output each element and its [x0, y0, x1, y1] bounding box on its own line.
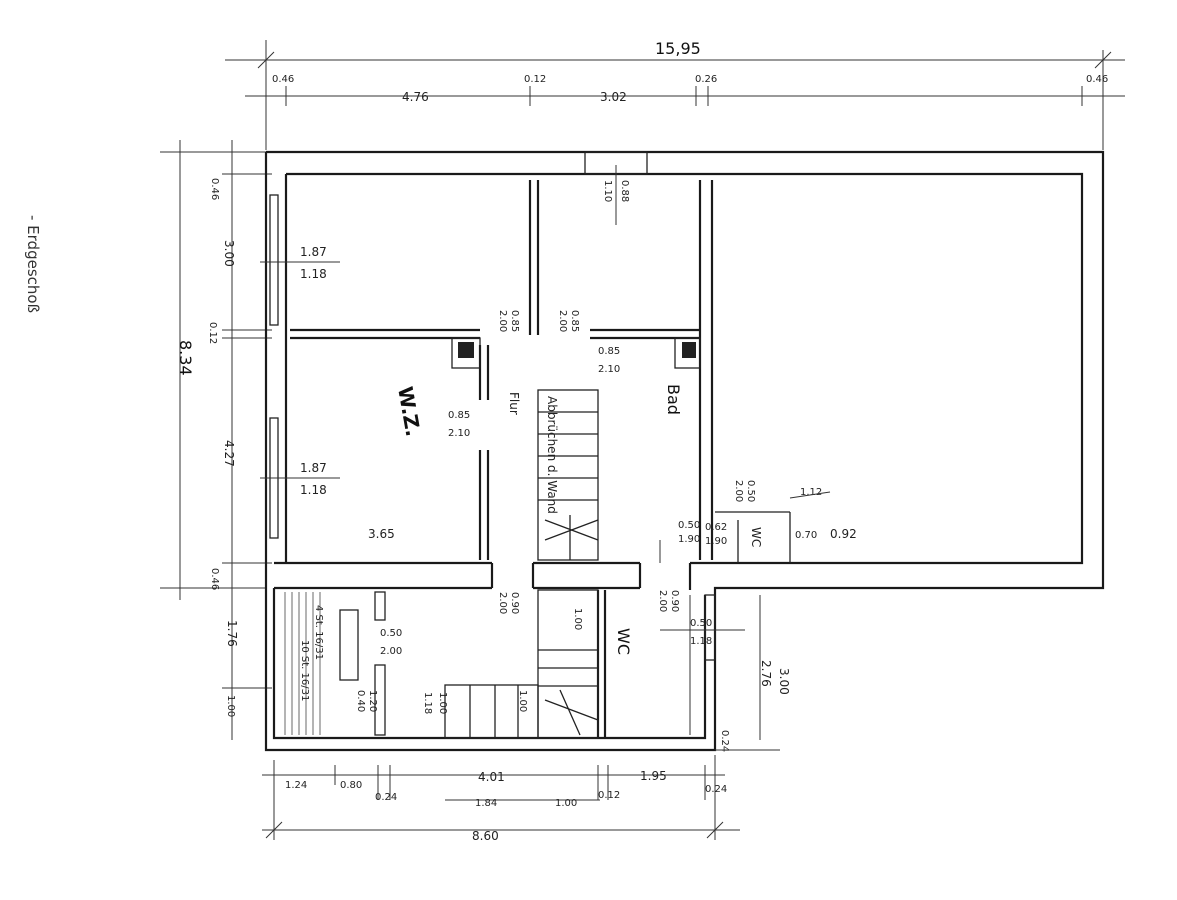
room-label-living: W.Z.: [393, 385, 425, 439]
svg-text:10 St. 16/31: 10 St. 16/31: [299, 640, 310, 701]
svg-text:1.10: 1.10: [602, 180, 613, 202]
svg-text:2.76: 2.76: [759, 660, 773, 687]
svg-text:1.90: 1.90: [678, 534, 700, 545]
svg-text:1.76: 1.76: [225, 620, 239, 647]
svg-text:1.00: 1.00: [572, 608, 583, 630]
svg-text:0.24: 0.24: [375, 792, 397, 803]
svg-text:0.24: 0.24: [705, 784, 727, 795]
svg-text:2.10: 2.10: [448, 428, 470, 439]
svg-text:0.62: 0.62: [705, 522, 727, 533]
svg-text:1.12: 1.12: [800, 487, 822, 498]
svg-text:1.95: 1.95: [640, 769, 667, 783]
svg-text:4 St. 16/31: 4 St. 16/31: [313, 605, 324, 660]
svg-text:4.01: 4.01: [478, 770, 505, 784]
svg-text:2.00: 2.00: [657, 590, 668, 612]
svg-text:0.46: 0.46: [209, 568, 220, 590]
svg-text:0.88: 0.88: [619, 180, 630, 202]
window-right-lower: [660, 594, 745, 661]
stair-note: Abbrüchen d. Wand: [545, 396, 559, 514]
interior-walls: [274, 180, 791, 738]
room-label-wc: WC: [614, 628, 633, 655]
svg-text:1.87: 1.87: [300, 245, 327, 259]
svg-text:0.85: 0.85: [448, 410, 470, 421]
chimney-left: [451, 337, 481, 369]
room-label-hall: Flur: [507, 392, 521, 415]
svg-text:0.24: 0.24: [719, 730, 730, 752]
svg-text:3.00: 3.00: [777, 668, 791, 695]
svg-text:0.46: 0.46: [272, 74, 294, 85]
svg-text:2.00: 2.00: [733, 480, 744, 502]
svg-text:3.00: 3.00: [222, 240, 236, 267]
window-top-middle: [584, 151, 648, 225]
staircase-lower: [444, 589, 599, 739]
svg-text:2.10: 2.10: [598, 364, 620, 375]
overall-depth-label: 8.34: [176, 340, 195, 376]
svg-text:4.76: 4.76: [402, 90, 429, 104]
svg-text:0.90: 0.90: [509, 592, 520, 614]
svg-text:2.00: 2.00: [497, 310, 508, 332]
svg-text:1.18: 1.18: [422, 692, 433, 714]
svg-text:0.46: 0.46: [209, 178, 220, 200]
svg-text:0.12: 0.12: [207, 322, 218, 344]
svg-text:0.26: 0.26: [695, 74, 717, 85]
svg-text:2.00: 2.00: [380, 646, 402, 657]
hatched-floor-area: [284, 591, 386, 736]
svg-text:0.85: 0.85: [509, 310, 520, 332]
svg-text:0.85: 0.85: [598, 346, 620, 357]
svg-text:1.24: 1.24: [285, 780, 307, 791]
svg-text:0.50: 0.50: [690, 618, 712, 629]
staircase-upper: [537, 389, 599, 561]
chimney-right: [674, 337, 701, 369]
svg-text:1.18: 1.18: [300, 483, 327, 497]
window-left-lower: [260, 417, 340, 539]
svg-text:2.00: 2.00: [557, 310, 568, 332]
svg-text:0.46: 0.46: [1086, 74, 1108, 85]
svg-text:1.18: 1.18: [300, 267, 327, 281]
svg-text:0.40: 0.40: [355, 690, 366, 712]
svg-text:0.80: 0.80: [340, 780, 362, 791]
svg-text:1.87: 1.87: [300, 461, 327, 475]
svg-text:1.00: 1.00: [225, 695, 236, 717]
svg-text:4.27: 4.27: [222, 440, 236, 467]
floor-label: - Erdgeschoß: [24, 215, 42, 313]
svg-text:2.00: 2.00: [497, 592, 508, 614]
svg-text:3.65: 3.65: [368, 527, 395, 541]
svg-text:1.00: 1.00: [517, 690, 528, 712]
svg-text:0.92: 0.92: [830, 527, 857, 541]
svg-text:0.12: 0.12: [598, 790, 620, 801]
window-left-upper: [260, 194, 340, 326]
svg-text:0.12: 0.12: [524, 74, 546, 85]
svg-text:0.50: 0.50: [380, 628, 402, 639]
svg-text:1.00: 1.00: [555, 798, 577, 809]
room-label-wc-small: WC: [749, 527, 763, 547]
svg-text:1.20: 1.20: [367, 690, 378, 712]
svg-text:3.02: 3.02: [600, 90, 627, 104]
svg-text:0.85: 0.85: [569, 310, 580, 332]
svg-text:1.18: 1.18: [690, 636, 712, 647]
svg-text:1.00: 1.00: [437, 692, 448, 714]
svg-text:0.50: 0.50: [745, 480, 756, 502]
svg-text:1.84: 1.84: [475, 798, 497, 809]
svg-text:0.50: 0.50: [678, 520, 700, 531]
overall-width-label: 15,95: [655, 39, 701, 58]
overall-front-label: 8.60: [472, 829, 499, 843]
svg-text:1.90: 1.90: [705, 536, 727, 547]
svg-text:0.90: 0.90: [669, 590, 680, 612]
exterior-walls: [264, 150, 1105, 752]
svg-text:0.70: 0.70: [795, 530, 817, 541]
room-label-bath: Bad: [664, 384, 683, 415]
